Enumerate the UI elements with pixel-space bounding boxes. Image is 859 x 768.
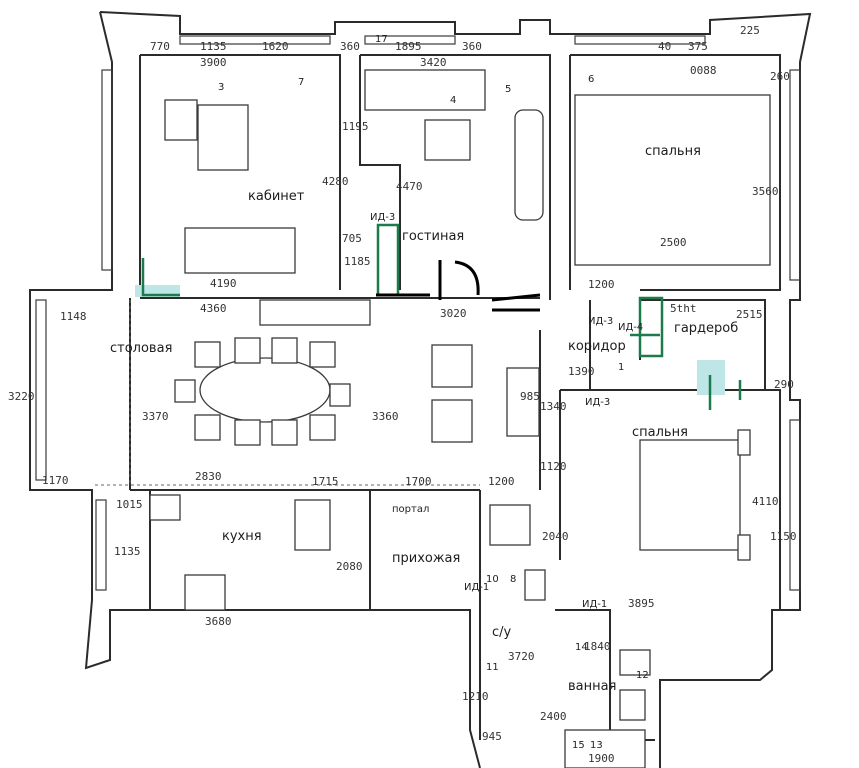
- dim-2400: 2400: [540, 710, 567, 723]
- dim-770: 770: [150, 40, 170, 53]
- dim-1148: 1148: [60, 310, 87, 323]
- dim-1840: 1840: [584, 640, 611, 653]
- vent-id1-b: ИД-1: [582, 599, 607, 610]
- dim-1120: 1120: [540, 460, 567, 473]
- mark-11: 11: [486, 662, 499, 673]
- windows: [35, 35, 801, 591]
- room-living: гостиная: [402, 229, 464, 244]
- dim-4190: 4190: [210, 277, 237, 290]
- room-kitchen: кухня: [222, 529, 262, 544]
- mark-14: 14: [575, 642, 588, 653]
- outer-walls: [29, 11, 812, 768]
- dim-2830: 2830: [195, 470, 222, 483]
- dim-2040: 2040: [542, 530, 569, 543]
- mark-10: 10: [486, 574, 499, 585]
- ventilation-tags: ИД-3 ИД-3 ИД-3 ИД-4 ИД-1 ИД-1: [370, 212, 643, 610]
- dim-1390: 1390: [568, 365, 595, 378]
- dim-4280: 4280: [322, 175, 349, 188]
- dim-3680: 3680: [205, 615, 232, 628]
- mark-8: 8: [510, 574, 516, 585]
- mark-4: 4: [450, 95, 456, 106]
- dashed-lines: [95, 300, 480, 486]
- dim-4470: 4470: [396, 180, 423, 193]
- dim-1700: 1700: [405, 475, 432, 488]
- green-markings: [141, 223, 742, 410]
- dim-4110: 4110: [752, 495, 779, 508]
- room-labels: кабинет гостиная спальня столовая кухня …: [110, 144, 738, 694]
- dim-5tht: 5tht: [670, 302, 697, 315]
- dim-1620: 1620: [262, 40, 289, 53]
- vent-id4: ИД-4: [618, 322, 643, 333]
- dim-3370: 3370: [142, 410, 169, 423]
- dim-3420: 3420: [420, 56, 447, 69]
- room-wc: с/у: [492, 625, 512, 640]
- mark-5: 5: [505, 84, 511, 95]
- dim-40: 40: [658, 40, 671, 53]
- room-dining: столовая: [110, 341, 172, 356]
- dim-1715: 1715: [312, 475, 339, 488]
- room-bedroom-2: спальня: [632, 425, 688, 440]
- dim-1185: 1185: [344, 255, 371, 268]
- mark-7: 7: [298, 77, 304, 88]
- dim-945: 945: [482, 730, 502, 743]
- room-bathroom: ванная: [568, 679, 616, 694]
- dim-375: 375: [688, 40, 708, 53]
- vent-id3-c: ИД-3: [585, 397, 610, 408]
- dim-3895: 3895: [628, 597, 655, 610]
- room-bedroom-1: спальня: [645, 144, 701, 159]
- dimensions: 770 1135 1620 360 1895 360 40 375 225 39…: [8, 24, 797, 765]
- dim-290: 290: [774, 378, 794, 391]
- dim-3220: 3220: [8, 390, 35, 403]
- dim-1150: 1150: [770, 530, 797, 543]
- dim-985: 985: [520, 390, 540, 403]
- dim-1895: 1895: [395, 40, 422, 53]
- dim-kit-1200: 1200: [488, 475, 515, 488]
- dim-kit-1135: 1135: [114, 545, 141, 558]
- dim-3720: 3720: [508, 650, 535, 663]
- dim-1210: 1210: [462, 690, 489, 703]
- dim-2500: 2500: [660, 236, 687, 249]
- mark-13: 13: [590, 740, 603, 751]
- dim-705: 705: [342, 232, 362, 245]
- dim-1015: 1015: [116, 498, 143, 511]
- point-marks: 3 7 4 5 6 1 10 8 11 12 13 14 15 17: [218, 34, 649, 751]
- room-wardrobe: гардероб: [674, 321, 738, 336]
- dim-360a: 360: [340, 40, 360, 53]
- dim-1135: 1135: [200, 40, 227, 53]
- room-corridor: коридор: [568, 339, 626, 354]
- room-portal: портал: [392, 504, 429, 515]
- dim-260: 260: [770, 70, 790, 83]
- vent-id3-a: ИД-3: [370, 212, 395, 223]
- dim-3560: 3560: [752, 185, 779, 198]
- dim-1340: 1340: [540, 400, 567, 413]
- dim-1900: 1900: [588, 752, 615, 765]
- room-cabinet: кабинет: [248, 189, 305, 204]
- dim-225: 225: [740, 24, 760, 37]
- black-markings: [376, 260, 541, 312]
- dim-3900: 3900: [200, 56, 227, 69]
- dim-1200: 1200: [588, 278, 615, 291]
- furniture: [149, 69, 771, 768]
- dim-1170: 1170: [42, 474, 69, 487]
- mark-6: 6: [588, 74, 594, 85]
- room-hall: прихожая: [392, 551, 460, 566]
- dim-3360: 3360: [372, 410, 399, 423]
- dim-2515: 2515: [736, 308, 763, 321]
- mark-12: 12: [636, 670, 649, 681]
- dim-1195: 1195: [342, 120, 369, 133]
- dim-3020: 3020: [440, 307, 467, 320]
- vent-id1-a: ИД-1: [464, 582, 489, 593]
- mark-15: 15: [572, 740, 585, 751]
- mark-1: 1: [618, 362, 624, 373]
- dim-360b: 360: [462, 40, 482, 53]
- mark-17: 17: [375, 34, 388, 45]
- mark-3: 3: [218, 82, 224, 93]
- vent-id3-b: ИД-3: [588, 316, 613, 327]
- dim-0088: 0088: [690, 64, 717, 77]
- dim-2080: 2080: [336, 560, 363, 573]
- dim-4360: 4360: [200, 302, 227, 315]
